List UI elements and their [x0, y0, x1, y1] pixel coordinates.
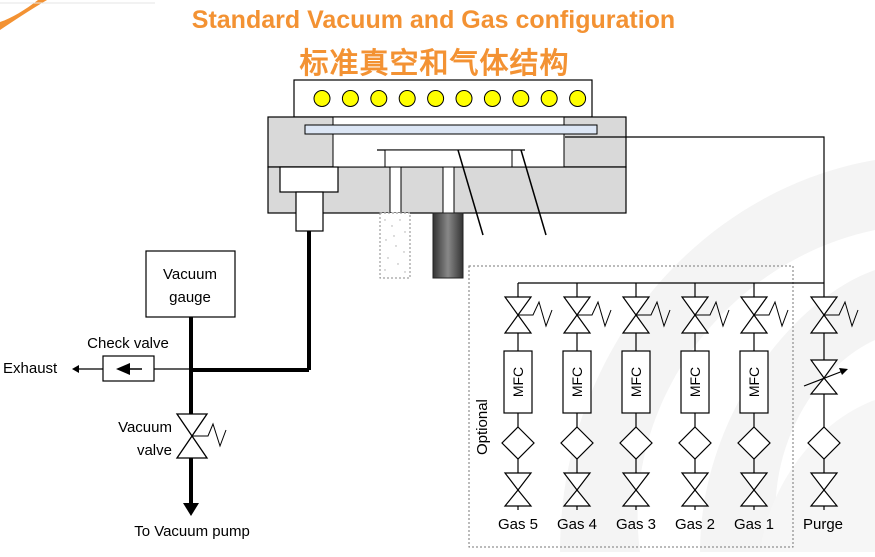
optional-box [468, 265, 794, 548]
gas-supply-line [565, 136, 825, 283]
vacuum-valve-label-1: Vacuum [118, 419, 172, 436]
gas-line: MFC Gas 4 [557, 283, 612, 533]
mfc-box [562, 350, 592, 414]
lamp-housing [293, 79, 593, 118]
manual-valve-icon [621, 472, 651, 507]
manual-valve-icon [562, 472, 592, 507]
mfc-box [739, 350, 769, 414]
check-valve-label: Check valve [87, 335, 169, 352]
gas-line: MFC Gas 2 [675, 283, 730, 533]
mfc-label: MFC [628, 367, 644, 397]
lamp-icon [455, 90, 473, 107]
filter-icon [619, 426, 653, 460]
lamp-icon [569, 90, 587, 107]
arrow-left-icon [72, 365, 79, 373]
vacuum-gauge-label-1: Vacuum [163, 266, 217, 283]
mfc-label: MFC [687, 367, 703, 397]
optional-label: Optional [474, 399, 491, 455]
purge-line: Purge [803, 283, 859, 533]
vacuum-valve-label-2: valve [137, 442, 172, 459]
lamp-icon [483, 90, 501, 107]
gas-label: Gas 2 [675, 516, 715, 533]
mfc-box [503, 350, 533, 414]
manual-valve-icon [503, 472, 533, 507]
vacuum-gauge: Vacuum gauge [145, 250, 236, 318]
filter-icon [560, 426, 594, 460]
mfc-label: MFC [510, 367, 526, 397]
gas-line: MFC Gas 5 [498, 283, 553, 533]
vacuum-valve: Vacuum valve To Vacuum pump [118, 413, 250, 540]
manual-valve-icon [739, 472, 769, 507]
mfc-box [680, 350, 710, 414]
check-valve-arrow-icon [116, 363, 130, 375]
gas-label: Gas 5 [498, 516, 538, 533]
process-chamber [267, 116, 627, 279]
gas-label: Gas 1 [734, 516, 774, 533]
page-title-zh: 标准真空和气体结构 [299, 48, 570, 80]
page-title: Standard Vacuum and Gas configuration [191, 6, 676, 34]
mfc-label: MFC [746, 367, 762, 397]
lamp-icon [313, 90, 331, 107]
gas-line: MFC Gas 3 [616, 283, 671, 533]
mfc-box [621, 350, 651, 414]
filter-icon [678, 426, 712, 460]
vacuum-pump-label: To Vacuum pump [134, 523, 250, 540]
lamp-icon [427, 90, 445, 107]
filter-icon [501, 426, 535, 460]
purge-label: Purge [803, 516, 843, 533]
lamp-icon [540, 90, 558, 107]
exhaust-label: Exhaust [3, 360, 58, 377]
check-valve: Check valve Exhaust [3, 335, 191, 382]
vacuum-line [183, 231, 311, 516]
vacuum-gauge-label-2: gauge [169, 289, 211, 306]
watermark-logo [560, 160, 875, 552]
filter-icon [737, 426, 771, 460]
lamp-icon [512, 90, 530, 107]
manual-valve-icon [680, 472, 710, 507]
quartz-window [304, 124, 598, 135]
lamp-icon [341, 90, 359, 107]
gas-label: Gas 4 [557, 516, 597, 533]
arrow-down-icon [183, 503, 199, 516]
gas-label: Gas 3 [616, 516, 656, 533]
gas-line: MFC Gas 1 [734, 283, 789, 533]
lamp-icon [370, 90, 388, 107]
mfc-label: MFC [569, 367, 585, 397]
lamp-icon [398, 90, 416, 107]
adjust-arrow-icon [839, 368, 848, 375]
